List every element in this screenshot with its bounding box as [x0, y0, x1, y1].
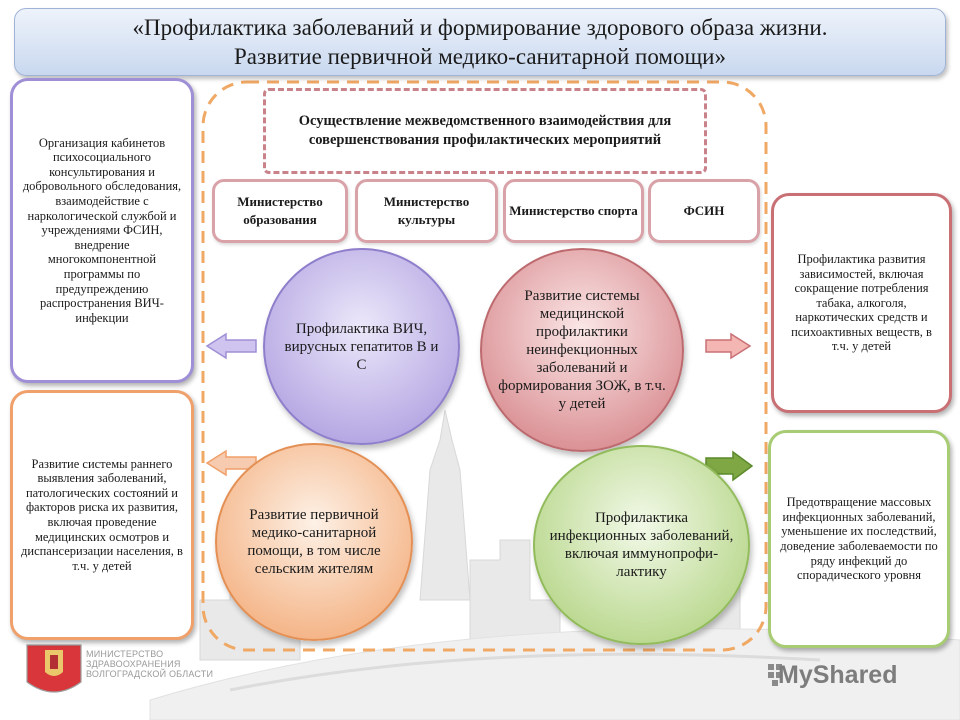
myshared-watermark: MyShared [778, 661, 898, 689]
title-line-1: «Профилактика заболеваний и формирование… [132, 15, 828, 40]
arrow-right-red [705, 332, 752, 360]
side-box-top-right: Профилактика развития зависимостей, вклю… [771, 193, 952, 413]
side-box-top-left-text: Организация кабинетов психосоциального к… [22, 135, 182, 325]
page-title: «Профилактика заболеваний и формирование… [14, 8, 946, 76]
circle-primary-care-text: Развитие первичной медико-санитарной пом… [247, 507, 381, 577]
arrow-left-purple [205, 332, 257, 360]
ministry-education-label: Министерство образования [237, 194, 323, 227]
ministry-sport: Министерство спорта [503, 179, 644, 243]
ministry-culture-label: Министерство культуры [383, 194, 470, 227]
title-line-2: Развитие первичной медико-санитарной пом… [234, 44, 726, 69]
myshared-logo-icon [768, 664, 782, 686]
ministry-logo-emblem [26, 644, 82, 693]
circle-hiv-prevention: Профилактика ВИЧ, вирусных гепатитов В и… [263, 248, 460, 445]
circle-ncd-text: Развитие системы медицинской профилактик… [498, 288, 666, 412]
logo-caption-line-3: ВОЛГОГРАДСКОЙ ОБЛАСТИ [86, 669, 214, 679]
side-box-bottom-left: Развитие системы раннего выявления забол… [10, 390, 194, 640]
side-box-top-left: Организация кабинетов психосоциального к… [10, 78, 194, 383]
logo-caption-line-2: ЗДРАВООХРАНЕНИЯ [86, 659, 181, 669]
ministry-education: Министерство образования [212, 179, 348, 243]
side-box-bottom-right-text: Предотвращение массовых инфекционных заб… [780, 495, 938, 583]
ministry-logo-caption: МИНИСТЕРСТВО ЗДРАВООХРАНЕНИЯ ВОЛГОГРАДСК… [86, 649, 213, 679]
side-box-top-right-text: Профилактика развития зависимостей, вклю… [791, 251, 932, 354]
ministry-fsin-label: ФСИН [683, 203, 725, 218]
interagency-text: Осуществление межведомственного взаимоде… [298, 113, 672, 148]
side-box-bottom-right: Предотвращение массовых инфекционных заб… [768, 430, 950, 648]
logo-caption-line-1: МИНИСТЕРСТВО [86, 649, 164, 659]
dashed-outer-frame [201, 80, 768, 652]
circle-hiv-text: Профилактика ВИЧ, вирусных гепатитов В и… [284, 320, 439, 373]
circle-infectious-prevention: Профилактика инфекционных заболеваний, в… [533, 445, 750, 645]
circle-primary-care: Развитие первичной медико-санитарной пом… [215, 443, 413, 641]
circle-ncd-prevention: Развитие системы медицинской профилактик… [480, 248, 684, 452]
side-box-bottom-left-text: Развитие системы раннего выявления забол… [21, 456, 183, 573]
ministry-sport-label: Министерство спорта [509, 203, 638, 218]
ministry-culture: Министерство культуры [355, 179, 498, 243]
circle-infectious-text: Профилактика инфекционных заболеваний, в… [549, 510, 734, 580]
interagency-box: Осуществление межведомственного взаимоде… [263, 88, 707, 174]
ministry-fsin: ФСИН [648, 179, 760, 243]
